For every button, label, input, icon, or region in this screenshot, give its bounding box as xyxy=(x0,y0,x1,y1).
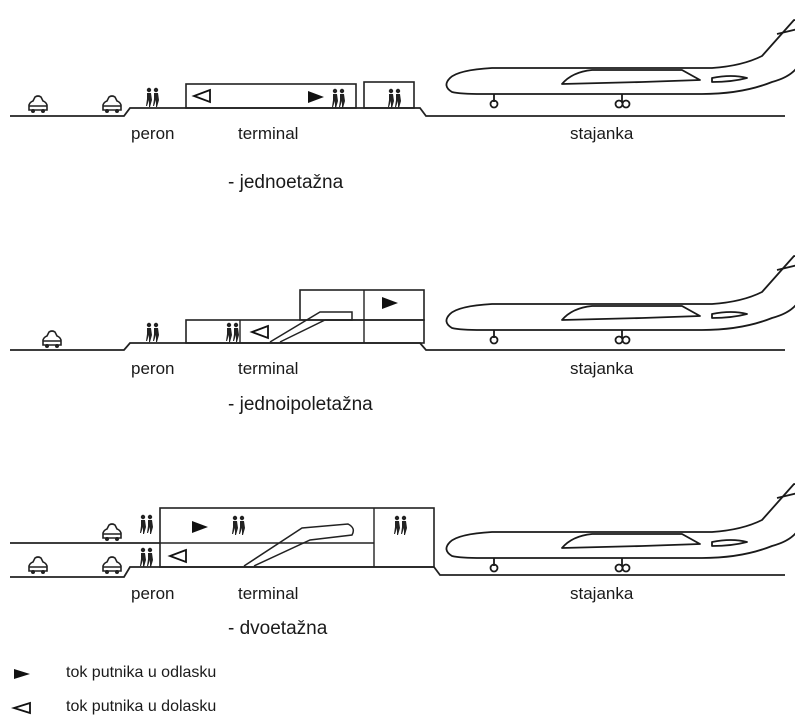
terminal-label: terminal xyxy=(238,359,299,378)
diagram-single-level xyxy=(10,19,795,117)
gate-lounge xyxy=(363,81,415,109)
departure-flow-icon xyxy=(192,521,208,533)
car-icon xyxy=(28,95,48,114)
terminal-lower xyxy=(185,319,425,344)
diagram-caption: - dvoetažna xyxy=(228,618,328,639)
departure-flow-icon xyxy=(308,91,324,103)
airplane-icon xyxy=(445,483,795,573)
diagram-caption: - jednoipoletažna xyxy=(228,394,373,415)
stajanka-label: stajanka xyxy=(570,584,634,603)
ground-line xyxy=(10,107,785,117)
people-icon xyxy=(232,515,245,535)
terminal-building xyxy=(185,83,357,109)
people-icon xyxy=(140,547,153,567)
arrival-flow-icon xyxy=(193,89,211,103)
car-icon xyxy=(102,523,122,542)
people-icon xyxy=(332,88,345,108)
stajanka-label: stajanka xyxy=(570,124,634,143)
car-icon xyxy=(102,95,122,114)
escalator xyxy=(243,523,355,567)
legend-departure-symbol xyxy=(14,669,30,679)
legend-arrival-symbol xyxy=(10,701,31,715)
peron-label: peron xyxy=(131,359,175,378)
stajanka-label: stajanka xyxy=(570,359,634,378)
car-icon xyxy=(28,556,48,575)
people-icon xyxy=(146,87,159,107)
terminal-label: terminal xyxy=(238,584,299,603)
airplane-icon xyxy=(445,255,795,345)
arrival-flow-icon xyxy=(169,549,187,563)
peron-label: peron xyxy=(131,124,175,143)
airplane-icon xyxy=(445,19,795,109)
people-icon xyxy=(226,322,239,342)
terminal-building xyxy=(159,507,435,568)
car-icon xyxy=(42,330,62,349)
departure-flow-icon xyxy=(382,297,398,309)
diagram-one-and-half-level xyxy=(10,255,795,351)
ground-line xyxy=(10,342,785,351)
legend-arrival-text: tok putnika u dolasku xyxy=(66,698,217,715)
ramp xyxy=(269,311,353,343)
people-icon xyxy=(146,322,159,342)
peron-label: peron xyxy=(131,584,175,603)
people-icon xyxy=(140,514,153,534)
diagram-caption: - jednoetažna xyxy=(228,172,344,193)
terminal-upper xyxy=(299,289,425,321)
legend-departure-text: tok putnika u odlasku xyxy=(66,664,217,681)
diagram-two-level xyxy=(10,483,795,578)
ground-line xyxy=(10,566,785,578)
terminal-label: terminal xyxy=(238,124,299,143)
people-icon xyxy=(394,515,407,535)
car-icon xyxy=(102,556,122,575)
people-icon xyxy=(388,88,401,108)
arrival-flow-icon xyxy=(251,325,269,339)
